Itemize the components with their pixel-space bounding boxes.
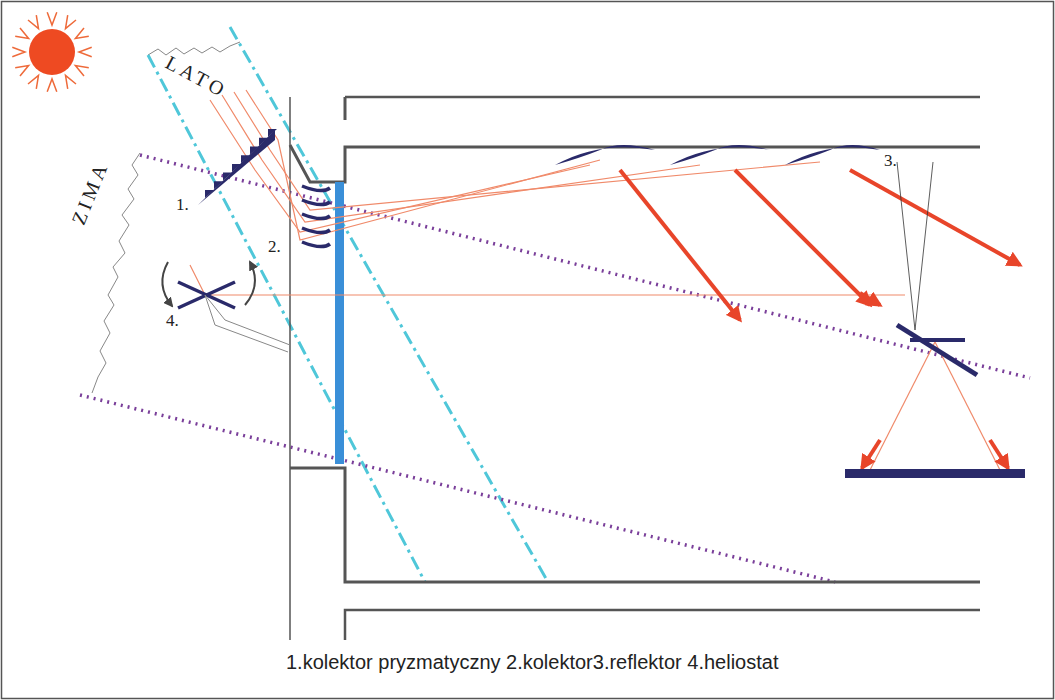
building-section: [290, 97, 980, 640]
callout-number: 2.: [268, 238, 281, 255]
heliostat: [178, 282, 235, 308]
callout-number: 1.: [176, 196, 189, 213]
season-label: LATO: [163, 52, 231, 101]
callout-number: 3.: [884, 152, 897, 169]
season-label: ZIMA: [68, 158, 112, 228]
callout-number: 4.: [166, 312, 179, 329]
caption: 1.kolektor pryzmatyczny 2.kolektor3.refl…: [286, 652, 778, 672]
reflector: [555, 145, 880, 165]
sun: [12, 12, 91, 91]
